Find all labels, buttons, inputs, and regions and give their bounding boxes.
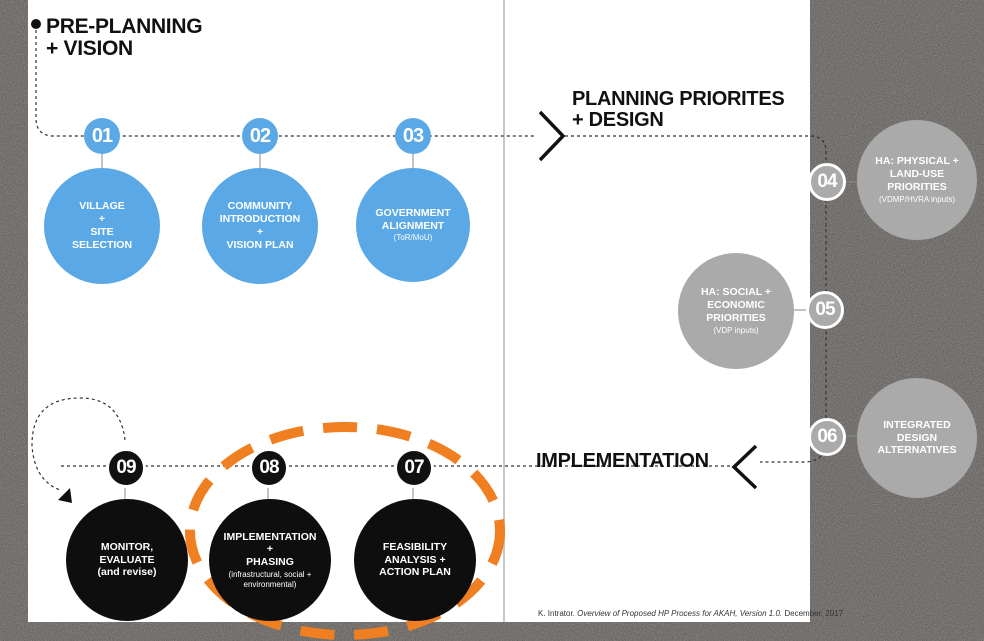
step-08-badge: 08 — [249, 448, 289, 488]
step-09-badge: 09 — [106, 448, 146, 488]
step-02-badge: 02 — [242, 118, 278, 154]
credit-date: December, 2017 — [784, 609, 844, 618]
start-dot — [31, 19, 41, 29]
loop-arrowhead — [58, 488, 72, 503]
chevron-left-icon — [731, 444, 758, 490]
step-05-circle: HA: SOCIAL +ECONOMIC PRIORITIES (VDP inp… — [678, 253, 794, 369]
chevron-right-icon — [538, 110, 566, 162]
step-01-badge: 01 — [84, 118, 120, 154]
step-04-circle: HA: PHYSICAL +LAND-USE PRIORITIES (VDMP/… — [857, 120, 977, 240]
step-05-badge: 05 — [806, 291, 844, 329]
section-title-implementation: IMPLEMENTATION — [536, 450, 709, 472]
connector-preplanning-start — [35, 24, 535, 137]
section-title-preplanning: PRE-PLANNING + VISION — [46, 15, 203, 61]
step-07-badge: 07 — [394, 448, 434, 488]
step-09-circle: MONITOR,EVALUATE (and revise) — [66, 499, 188, 621]
credit-author: K. Intrator. — [538, 609, 575, 618]
panel-divider — [503, 0, 505, 622]
credit-title: Overview of Proposed HP Process for AKAH… — [577, 609, 783, 618]
section-title-planning: PLANNING PRIORITES + DESIGN — [572, 88, 785, 131]
credit-citation: K. Intrator. Overview of Proposed HP Pro… — [538, 609, 843, 618]
connector-monitor-loop — [31, 397, 126, 491]
step-04-badge: 04 — [808, 163, 846, 201]
step-06-badge: 06 — [808, 418, 846, 456]
step-03-badge: 03 — [395, 118, 431, 154]
step-08-circle: IMPLEMENTATION+ PHASING (infrastructural… — [209, 499, 331, 621]
highlight-ellipse — [185, 422, 505, 640]
